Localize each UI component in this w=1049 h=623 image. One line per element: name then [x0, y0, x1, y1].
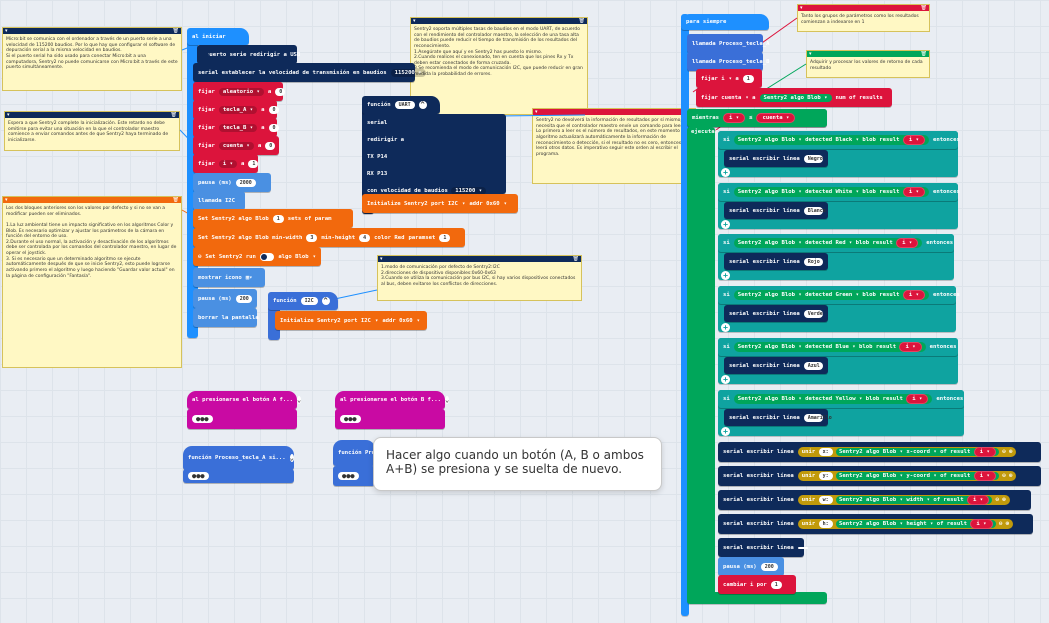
call-proceso-b[interactable]: llamada Proceso_tecla_B	[687, 52, 769, 71]
on-button-a-body[interactable]: ●●●	[187, 409, 297, 429]
on-button-b-body[interactable]: ●●●	[335, 409, 445, 429]
if-block-white[interactable]: si Sentry2 algo Blob ▾ detected White ▾ …	[718, 183, 960, 229]
plus-icon[interactable]: +	[721, 271, 730, 280]
show-icon-block[interactable]: mostrar icono▦▾	[193, 268, 265, 287]
if-block-black[interactable]: si Sentry2 algo Blob ▾ detected Black ▾ …	[718, 131, 960, 177]
on-button-b-hat[interactable]: al presionarse el botón B f...⌄	[335, 391, 450, 409]
if-header[interactable]: si Sentry2 algo Blob ▾ detected Black ▾ …	[718, 131, 960, 149]
if-header[interactable]: si Sentry2 algo Blob ▾ detected Blue ▾ b…	[718, 338, 958, 356]
plus-icon[interactable]: +	[721, 220, 730, 229]
pause-200-forever[interactable]: pausa (ms)200	[718, 557, 784, 576]
if-block-green[interactable]: si Sentry2 algo Blob ▾ detected Green ▾ …	[718, 286, 960, 332]
init-sentry2-uart-block[interactable]: Initialize Sentry2 port I2C▾addr 0x60▾	[362, 194, 518, 213]
pause-200-block[interactable]: pausa (ms)200	[193, 289, 257, 308]
clear-screen-block[interactable]: borrar la pantalla	[193, 308, 259, 327]
on-start-block[interactable]	[187, 28, 198, 338]
on-button-a-hat[interactable]: al presionarse el botón A f...⌄	[187, 391, 302, 409]
function-proceso-b-hat[interactable]: función Proce	[333, 440, 382, 466]
function-proceso-a-hat[interactable]: función Proceso_tecla_A si...⌄	[183, 446, 294, 470]
serial-redirect-usb-block[interactable]: puerto serie redirigir a USB	[197, 45, 300, 64]
comment-i2c: ▾🗑1.modo de comunicación por defecto de …	[377, 255, 582, 301]
comment-results: ▾🗑Sentry2 no devolverá la información de…	[532, 108, 696, 184]
while-footer	[687, 592, 827, 604]
init-sentry2-i2c-block[interactable]: Initialize Sentry2 port I2C▾addr 0x60▾	[275, 311, 427, 330]
if-header[interactable]: si Sentry2 algo Blob ▾ detected Red ▾ bl…	[718, 234, 954, 252]
if-block-blue[interactable]: si Sentry2 algo Blob ▾ detected Blue ▾ b…	[718, 338, 958, 384]
if-header[interactable]: si Sentry2 algo Blob ▾ detected White ▾ …	[718, 183, 960, 201]
forever-hat[interactable]: para siempre	[681, 14, 769, 30]
comment-process: ▾🗑Adquirir y procesar los valores de ret…	[806, 50, 930, 78]
pause-2000-block[interactable]: pausa (ms)2000	[193, 173, 271, 192]
on-start-hat[interactable]: al iniciar	[187, 28, 249, 45]
comment-index: ▾🗑Tanto los grupos de parámetros como lo…	[797, 4, 930, 32]
plus-icon[interactable]: +	[721, 323, 730, 332]
if-block-yellow[interactable]: si Sentry2 algo Blob ▾ detected Yellow ▾…	[718, 390, 964, 436]
comment-init-wait: ▾🗑Espera a que Sentry2 complete la inici…	[4, 111, 180, 151]
plus-icon[interactable]: +	[721, 375, 730, 384]
if-header[interactable]: si Sentry2 algo Blob ▾ detected Yellow ▾…	[718, 390, 964, 408]
while-body	[687, 127, 715, 601]
comment-default-values: ▾🗑Los dos bloques anteriores son los val…	[2, 196, 182, 368]
if-header[interactable]: si Sentry2 algo Blob ▾ detected Green ▾ …	[718, 286, 960, 304]
write-empty-line[interactable]: serial escribir línea	[718, 538, 808, 557]
serial-baud-block[interactable]: serial establecer la velocidad de transm…	[193, 63, 426, 82]
call-proceso-a[interactable]: llamada Proceso_tecla_A	[687, 34, 769, 53]
plus-icon[interactable]: +	[721, 168, 730, 177]
comment-uart-baud: ▾🗑Sentry2 soporta múltiples tasas de bau…	[410, 17, 588, 115]
function-proceso-a-body[interactable]: ●●●	[183, 469, 294, 483]
exec-label: ejecutar	[691, 129, 718, 135]
button-tooltip: Hacer algo cuando un botón (A, B o ambos…	[373, 437, 662, 491]
forever-block[interactable]	[681, 14, 689, 616]
comment-serial-baud: ▾🗑Micro:bit se comunica con el ordenador…	[2, 27, 182, 91]
function-proceso-b-body[interactable]: ●●●	[333, 466, 375, 486]
if-block-red[interactable]: si Sentry2 algo Blob ▾ detected Red ▾ bl…	[718, 234, 954, 280]
plus-icon[interactable]: +	[721, 427, 730, 436]
call-i2c-block[interactable]: llamada I2C	[193, 191, 245, 210]
on-start-label: al iniciar	[192, 33, 226, 40]
